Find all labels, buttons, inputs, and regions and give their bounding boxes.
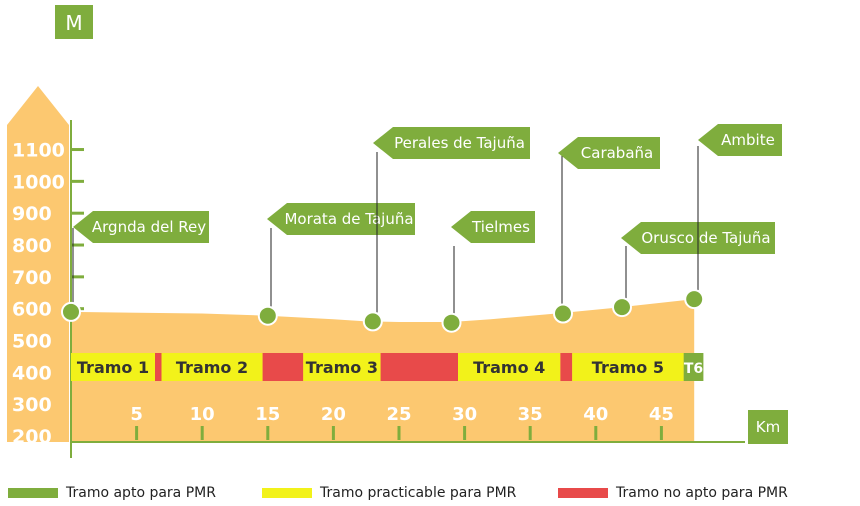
section-label: Tramo 3 bbox=[306, 358, 378, 377]
y-tick-label: 500 bbox=[12, 331, 52, 353]
y-tick-label: 1000 bbox=[12, 171, 65, 193]
point-label: Morata de Tajuña bbox=[284, 210, 413, 228]
legend-item-practicable: Tramo practicable para PMR bbox=[262, 484, 516, 502]
x-unit-label: Km bbox=[756, 418, 780, 436]
legend-label-practicable: Tramo practicable para PMR bbox=[320, 485, 517, 501]
section-label: Tramo 4 bbox=[473, 358, 545, 377]
y-tick-label: 900 bbox=[12, 203, 52, 225]
point-marker bbox=[553, 303, 573, 324]
x-tick-label: 25 bbox=[386, 404, 411, 425]
y-tick-label: 600 bbox=[12, 299, 52, 321]
section-segment bbox=[572, 353, 684, 381]
point-label: Carabaña bbox=[581, 144, 653, 162]
point-label-flag bbox=[558, 137, 660, 169]
legend-swatch-practicable bbox=[262, 488, 312, 498]
point-label: Argnda del Rey bbox=[92, 218, 206, 236]
point-marker bbox=[441, 312, 462, 333]
section-label: Tramo 1 bbox=[77, 358, 149, 377]
section-segment bbox=[303, 353, 381, 381]
legend-item-apto: Tramo apto para PMR bbox=[8, 484, 216, 502]
section-segment bbox=[161, 353, 263, 381]
x-tick-label: 5 bbox=[130, 404, 143, 425]
section-segment bbox=[155, 353, 162, 381]
point-marker bbox=[61, 301, 81, 322]
point-label: Perales de Tajuña bbox=[394, 134, 525, 152]
y-tick-label: 400 bbox=[12, 362, 52, 384]
y-tick-label: 300 bbox=[12, 394, 52, 416]
x-unit-box bbox=[748, 410, 788, 444]
section-label: Tramo 2 bbox=[176, 358, 248, 377]
y-unit-box bbox=[55, 5, 93, 39]
legend-label-apto: Tramo apto para PMR bbox=[66, 485, 216, 501]
legend-swatch-no-apto bbox=[558, 488, 608, 498]
point-label: Orusco de Tajuña bbox=[641, 229, 770, 247]
point-label-flag bbox=[698, 124, 782, 156]
x-tick-label: 40 bbox=[583, 404, 608, 425]
point-marker bbox=[612, 297, 632, 318]
section-label: T6 bbox=[684, 361, 703, 377]
section-label: Tramo 5 bbox=[592, 358, 664, 377]
section-segment bbox=[262, 353, 304, 381]
point-label-flag bbox=[267, 203, 415, 235]
x-tick-label: 45 bbox=[649, 404, 674, 425]
x-tick-label: 20 bbox=[321, 404, 346, 425]
legend-swatch-apto bbox=[8, 488, 58, 498]
y-axis-arrow-bar bbox=[7, 86, 69, 442]
point-label: Ambite bbox=[721, 131, 775, 149]
section-segment bbox=[560, 353, 573, 381]
point-label: Tielmes bbox=[471, 218, 530, 236]
x-tick-label: 10 bbox=[190, 404, 215, 425]
section-segment bbox=[683, 353, 704, 381]
legend-item-no-apto: Tramo no apto para PMR bbox=[558, 484, 788, 502]
y-tick-label: 200 bbox=[12, 426, 52, 448]
y-unit-label: M bbox=[65, 11, 82, 35]
elevation-profile-chart: M 1100 1000 900 800 700 600 500 400 300 200 Tramo 1… bbox=[7, 5, 788, 458]
point-marker bbox=[362, 311, 383, 332]
point-marker bbox=[257, 305, 278, 326]
section-segment bbox=[458, 353, 561, 381]
point-marker bbox=[684, 289, 705, 310]
section-segment bbox=[380, 353, 458, 381]
legend-label-no-apto: Tramo no apto para PMR bbox=[616, 485, 788, 501]
point-label-flag bbox=[451, 211, 535, 243]
section-segment bbox=[71, 353, 155, 381]
x-tick-label: 35 bbox=[518, 404, 543, 425]
y-tick-label: 700 bbox=[12, 267, 52, 289]
y-tick-label: 800 bbox=[12, 235, 52, 257]
x-tick-label: 15 bbox=[255, 404, 280, 425]
legend: Tramo apto para PMR Tramo practicable pa… bbox=[0, 484, 860, 504]
x-tick-label: 30 bbox=[452, 404, 477, 425]
point-label-flag bbox=[373, 127, 530, 159]
y-tick-label: 1100 bbox=[12, 140, 65, 162]
point-label-flag bbox=[73, 211, 209, 243]
